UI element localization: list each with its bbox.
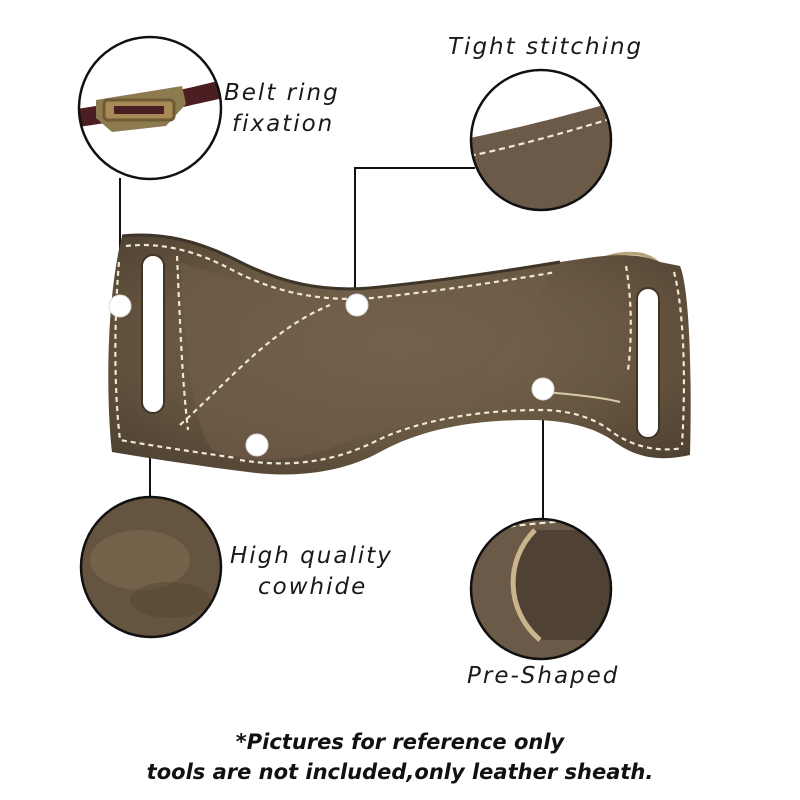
- detail-belt-ring: [77, 35, 223, 181]
- label-belt-ring: Belt ring fixation: [224, 80, 340, 137]
- label-high-quality-cowhide: High quality cowhide: [230, 543, 393, 600]
- leather-sheath: [108, 233, 691, 475]
- detail-cowhide: [79, 495, 223, 639]
- callout-dots: [108, 293, 555, 457]
- detail-stitching: [469, 68, 613, 212]
- detail-pre-shaped: [469, 517, 613, 661]
- label-tight-stitching: Tight stitching: [448, 34, 644, 60]
- disclaimer-line-2: tools are not included,only leather shea…: [146, 760, 654, 784]
- label-pre-shaped: Pre-Shaped: [467, 663, 620, 689]
- disclaimer-line-1: *Pictures for reference only: [235, 730, 565, 754]
